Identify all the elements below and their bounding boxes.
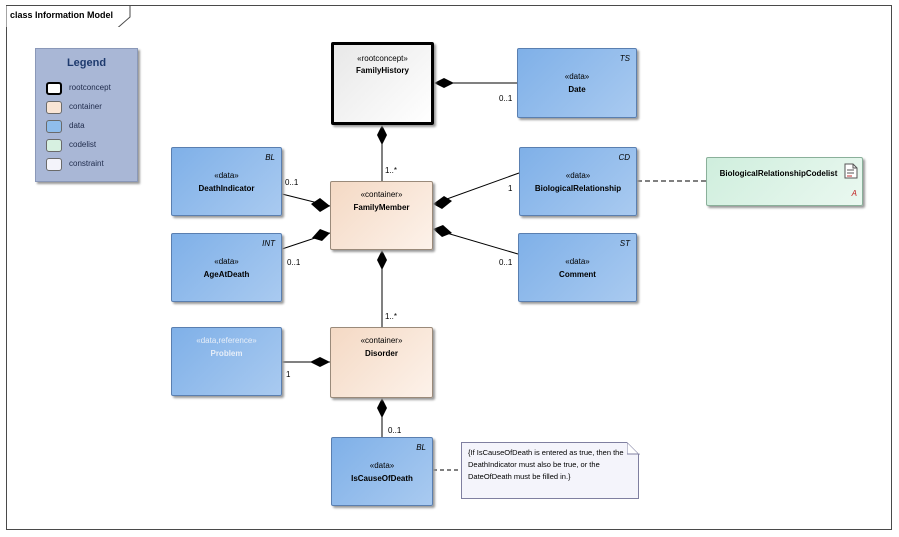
diamond-disorder-cause — [377, 398, 387, 418]
class-biological-relationship-codelist[interactable]: BiologicalRelationshipCodelist A — [706, 157, 863, 206]
class-age-at-death[interactable]: INT «data» AgeAtDeath — [171, 233, 282, 302]
multiplicity-member-disorder: 1..* — [385, 312, 398, 321]
frame-title-tab — [6, 5, 131, 27]
enumeration-icon — [844, 163, 858, 179]
multiplicity-disorder-problem: 1 — [286, 370, 291, 379]
legend-label-rootconcept: rootconcept — [69, 83, 111, 92]
legend-swatch-constraint — [46, 158, 62, 171]
class-family-history[interactable]: «rootconcept» FamilyHistory — [331, 42, 434, 125]
death-indicator-type-tag: BL — [265, 153, 275, 162]
legend-label-constraint: constraint — [69, 159, 104, 168]
comment-stereotype: «data» — [565, 257, 590, 266]
multiplicity-history-member: 1..* — [385, 166, 398, 175]
class-biological-relationship[interactable]: CD «data» BiologicalRelationship — [519, 147, 637, 216]
multiplicity-disorder-cause: 0..1 — [388, 426, 402, 435]
diamond-disorder-problem — [310, 357, 330, 367]
diamond-member-comment — [433, 225, 452, 237]
comment-type-tag: ST — [619, 239, 630, 248]
legend-swatch-rootconcept — [46, 82, 62, 95]
legend-label-data: data — [69, 121, 85, 130]
class-comment[interactable]: ST «data» Comment — [518, 233, 637, 302]
family-member-name: FamilyMember — [353, 203, 410, 212]
codelist-name: BiologicalRelationshipCodelist — [719, 169, 838, 178]
legend-swatch-container — [46, 101, 62, 114]
note-folded-corner — [627, 442, 640, 455]
diamond-member-disorder — [377, 250, 387, 270]
multiplicity-member-relationship: 1 — [508, 184, 513, 193]
class-death-indicator[interactable]: BL «data» DeathIndicator — [171, 147, 282, 216]
diagram-frame — [6, 5, 892, 530]
diamond-member-relationship — [433, 196, 452, 209]
biological-relationship-type-tag: CD — [618, 153, 630, 162]
date-stereotype: «data» — [564, 72, 590, 81]
class-is-cause-of-death[interactable]: BL «data» IsCauseOfDeath — [331, 437, 433, 506]
legend-title: Legend — [66, 57, 107, 69]
diamond-history-date — [434, 78, 454, 88]
codelist-abstract-flag: A — [851, 189, 857, 198]
problem-stereotype: «data,reference» — [196, 336, 257, 345]
frame-title: class Information Model — [10, 10, 114, 20]
legend-label-codelist: codelist — [69, 140, 97, 149]
problem-name: Problem — [210, 349, 243, 358]
date-type-tag: TS — [619, 54, 630, 63]
legend-swatch-data — [46, 120, 62, 133]
death-indicator-name: DeathIndicator — [198, 184, 255, 193]
family-history-stereotype: «rootconcept» — [357, 54, 408, 63]
age-at-death-stereotype: «data» — [214, 257, 239, 266]
multiplicity-member-comment: 0..1 — [499, 258, 513, 267]
is-cause-of-death-stereotype: «data» — [369, 461, 395, 470]
multiplicity-history-date: 0..1 — [499, 94, 513, 103]
age-at-death-name: AgeAtDeath — [203, 270, 250, 279]
biological-relationship-name: BiologicalRelationship — [534, 184, 622, 193]
is-cause-of-death-type-tag: BL — [416, 443, 426, 452]
family-member-stereotype: «container» — [360, 190, 403, 199]
biological-relationship-stereotype: «data» — [565, 171, 591, 180]
diamond-history-member — [377, 125, 387, 145]
date-name: Date — [568, 85, 586, 94]
constraint-note[interactable]: {If IsCauseOfDeath is entered as true, t… — [461, 442, 639, 499]
disorder-stereotype: «container» — [360, 336, 403, 345]
class-problem[interactable]: «data,reference» Problem — [171, 327, 282, 396]
legend: Legend rootconcept container data codeli… — [35, 48, 138, 182]
death-indicator-stereotype: «data» — [214, 171, 239, 180]
class-disorder[interactable]: «container» Disorder — [330, 327, 433, 398]
diamond-member-death-indicator — [311, 198, 330, 212]
class-date[interactable]: TS «data» Date — [517, 48, 637, 118]
legend-label-container: container — [69, 102, 102, 111]
multiplicity-member-death-indicator: 0..1 — [285, 178, 299, 187]
legend-swatch-codelist — [46, 139, 62, 152]
class-family-member[interactable]: «container» FamilyMember — [330, 181, 433, 250]
is-cause-of-death-name: IsCauseOfDeath — [351, 474, 413, 483]
comment-name: Comment — [559, 270, 596, 279]
diamond-member-age-at-death — [312, 229, 330, 241]
multiplicity-member-age-at-death: 0..1 — [287, 258, 301, 267]
constraint-note-text: {If IsCauseOfDeath is entered as true, t… — [468, 448, 624, 481]
disorder-name: Disorder — [365, 349, 398, 358]
family-history-name: FamilyHistory — [356, 66, 409, 75]
age-at-death-type-tag: INT — [262, 239, 275, 248]
